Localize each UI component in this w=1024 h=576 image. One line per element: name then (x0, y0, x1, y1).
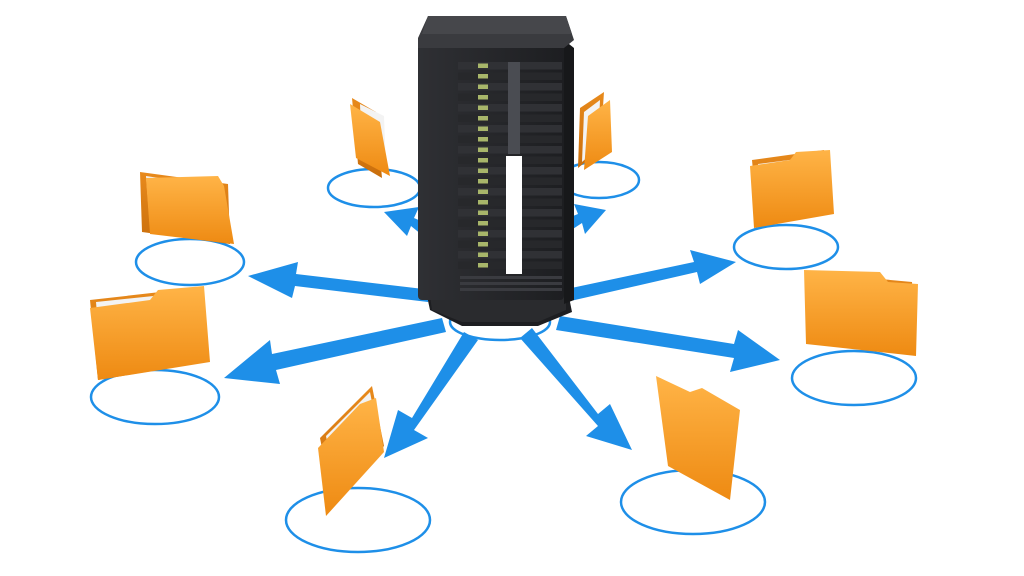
arrow (224, 318, 446, 384)
status-light (478, 252, 488, 257)
ring (790, 349, 918, 407)
status-light (478, 231, 488, 236)
status-light (478, 74, 488, 79)
panel-column (508, 62, 520, 154)
status-light (478, 126, 488, 131)
server-tower-icon (418, 16, 574, 326)
status-light (478, 221, 488, 226)
ring (732, 223, 840, 271)
folder-icon (750, 150, 834, 228)
folder-icon (318, 386, 384, 516)
status-light (478, 95, 488, 100)
folder-icon (804, 270, 918, 356)
ring (284, 486, 432, 554)
status-light (478, 84, 488, 89)
status-light (478, 200, 488, 205)
folder-icon (578, 92, 612, 170)
ring (326, 167, 422, 209)
status-light (478, 263, 488, 268)
arrow (248, 262, 432, 302)
status-light (478, 105, 488, 110)
ring (89, 368, 221, 426)
folder-icon (350, 98, 390, 178)
arrow (556, 316, 780, 372)
status-light (478, 63, 488, 68)
arrow (562, 250, 736, 302)
folder-icon (656, 376, 740, 500)
lit-panel (506, 156, 522, 274)
folder-layer (90, 92, 918, 516)
status-light (478, 116, 488, 121)
status-light (478, 168, 488, 173)
status-light (478, 189, 488, 194)
status-light (478, 179, 488, 184)
ring (134, 237, 246, 287)
arrow (384, 332, 478, 458)
arrow (520, 328, 632, 450)
folder-icon (90, 286, 210, 380)
status-light (478, 158, 488, 163)
status-light (478, 242, 488, 247)
status-light (478, 147, 488, 152)
status-light (478, 137, 488, 142)
folder-icon (140, 172, 234, 244)
drive-bays (458, 62, 562, 274)
status-light (478, 210, 488, 215)
